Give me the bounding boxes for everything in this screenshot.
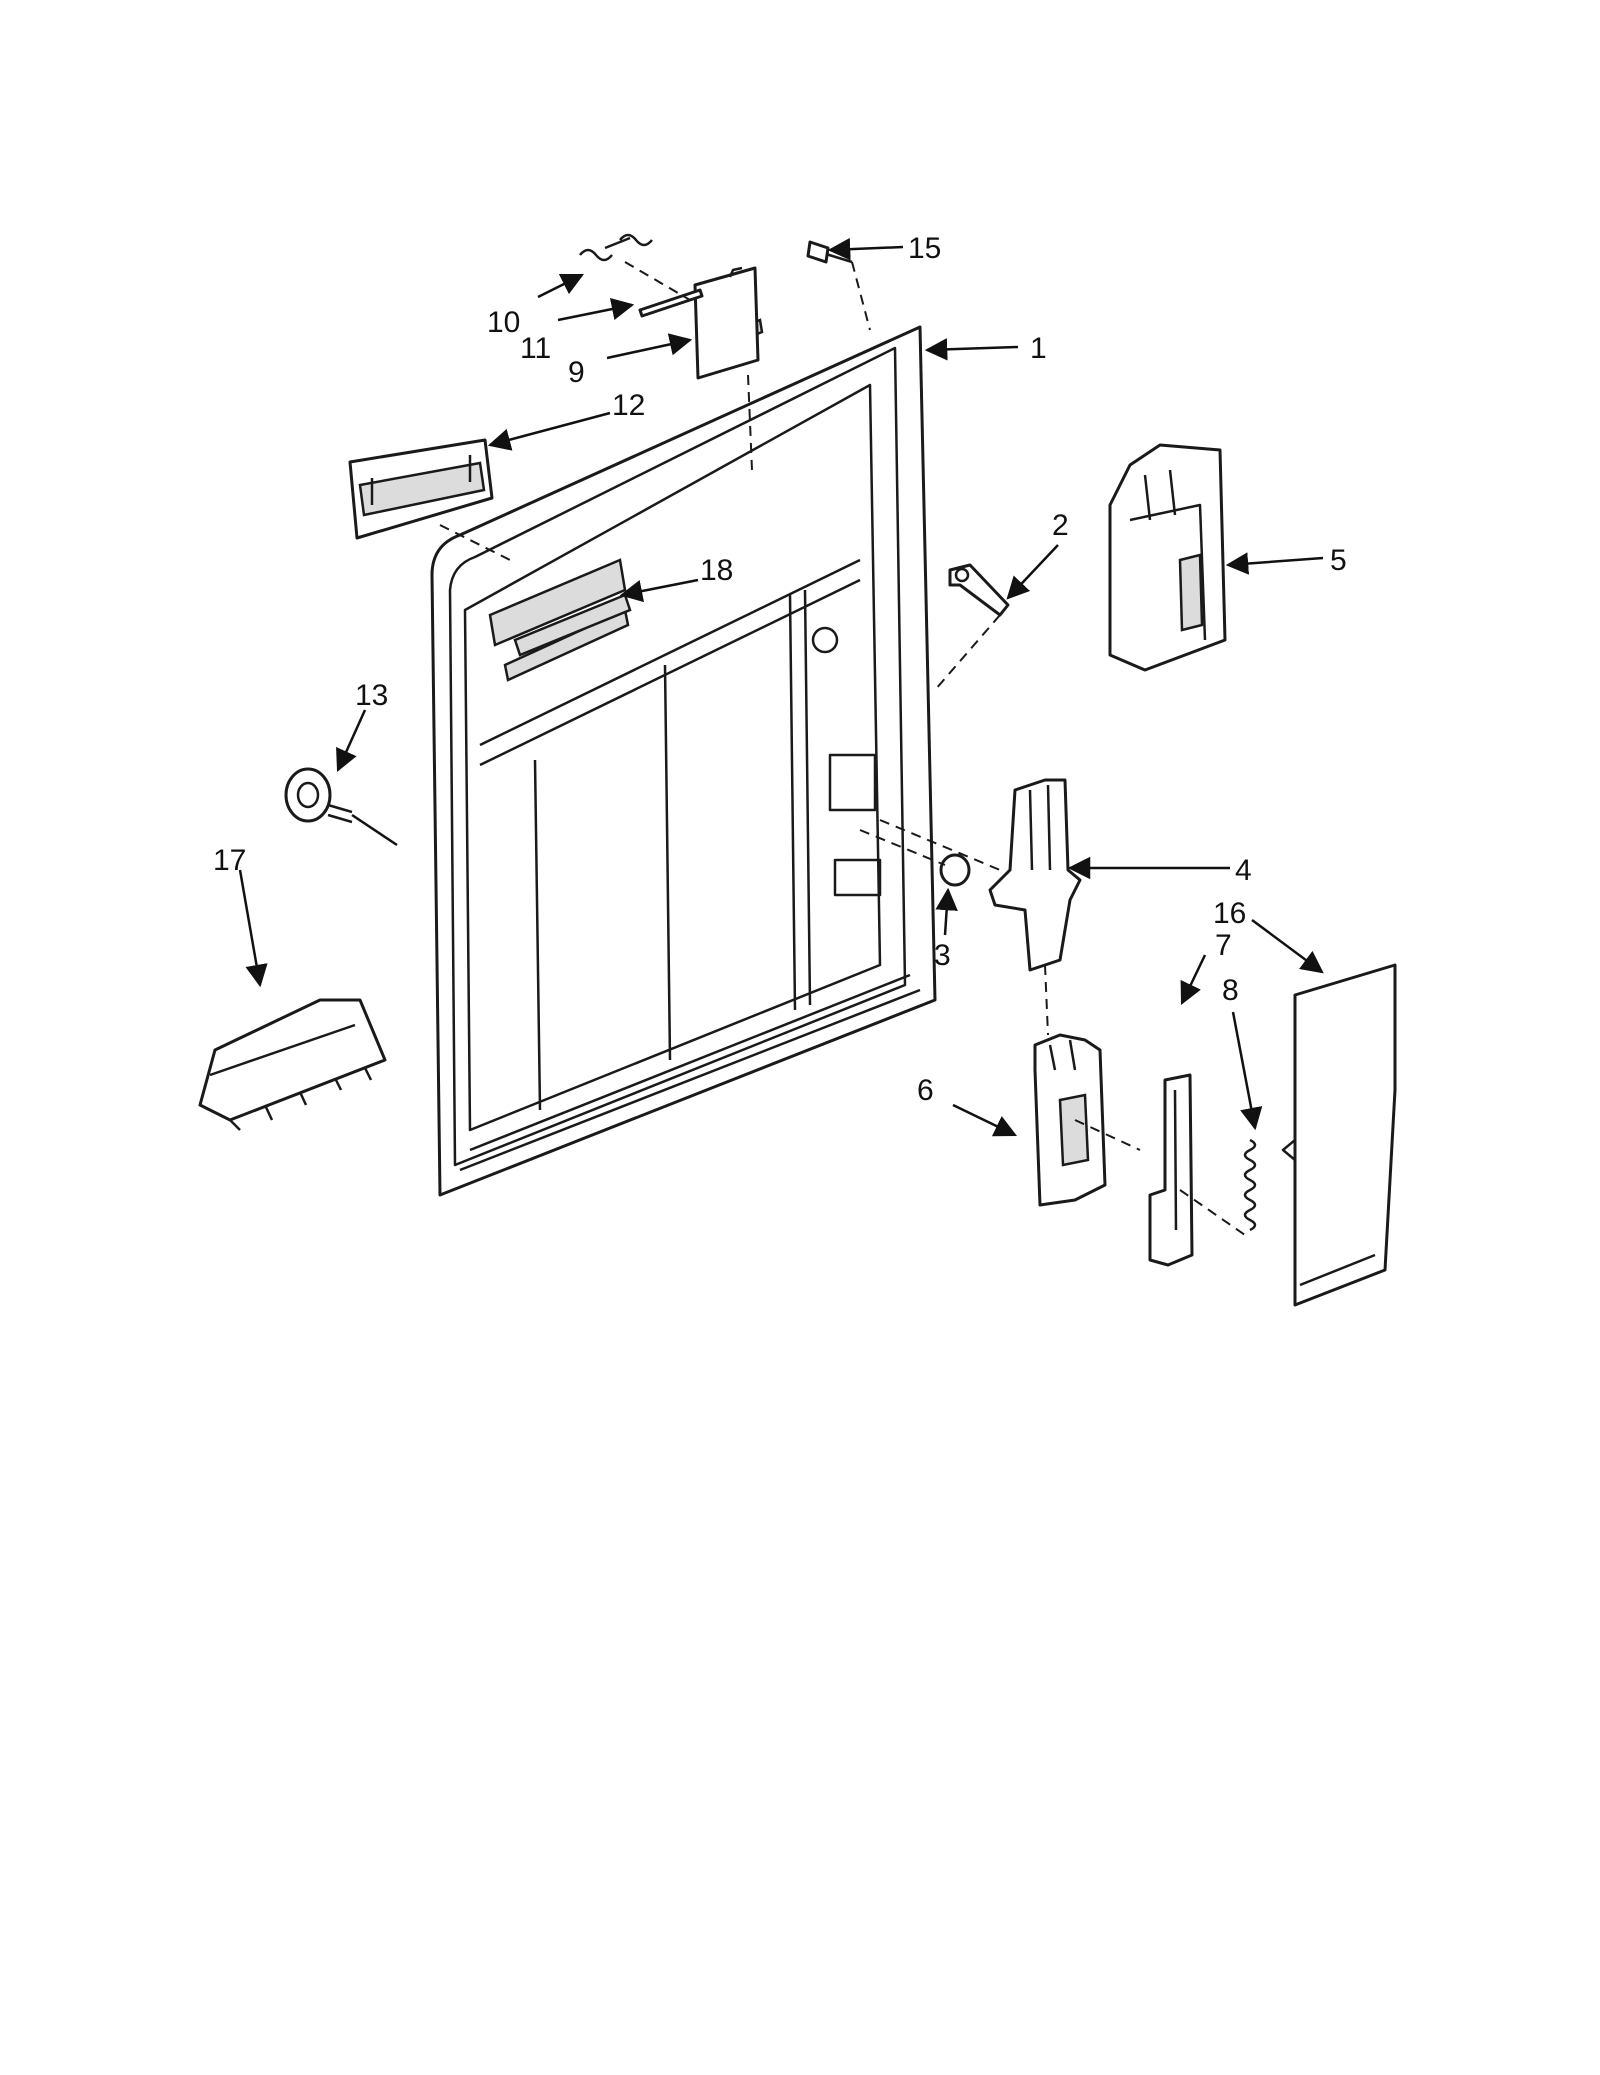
callout-15: 15 <box>908 232 941 265</box>
pin <box>638 288 704 318</box>
dashed-guide-6 <box>1074 1119 1141 1151</box>
springs <box>579 233 653 262</box>
kick-foot <box>198 998 387 1131</box>
callout-7: 7 <box>1215 929 1232 962</box>
dashed-guide-12 <box>439 524 511 561</box>
latch-hook <box>948 563 1010 617</box>
callout-12: 12 <box>612 389 645 422</box>
switch-cover <box>693 266 760 380</box>
slide-plate <box>1148 1073 1194 1267</box>
callout-3: 3 <box>934 939 951 972</box>
grommet <box>284 767 353 824</box>
control-bracket <box>348 438 494 540</box>
callout-11: 11 <box>520 332 551 365</box>
guide-line-13 <box>351 813 398 847</box>
latch-lever <box>1033 1033 1107 1207</box>
callout-10: 10 <box>487 306 520 339</box>
handle-strip <box>513 593 632 657</box>
side-trim <box>1281 963 1397 1307</box>
dashed-guide-8 <box>1179 1189 1246 1236</box>
callout-2: 2 <box>1052 509 1069 542</box>
callout-6: 6 <box>917 1074 934 1107</box>
dashed-guide-4 <box>879 819 1001 871</box>
callout-9: 9 <box>568 356 585 389</box>
leader-lines <box>238 237 1324 1137</box>
spring <box>1243 1138 1257 1232</box>
callout-4: 4 <box>1235 854 1252 887</box>
dashed-guide-4b <box>1044 964 1049 1036</box>
plug <box>939 853 971 887</box>
callout-1: 1 <box>1030 332 1047 365</box>
callout-5: 5 <box>1330 544 1347 577</box>
callout-18: 18 <box>700 554 733 587</box>
dashed-guide-9 <box>624 261 691 301</box>
latch-housing <box>1108 443 1227 672</box>
inner-door-panel <box>430 318 937 1197</box>
callout-17: 17 <box>213 844 246 877</box>
dashed-guide-3 <box>859 829 946 866</box>
latch-slide <box>988 778 1082 972</box>
callout-16: 16 <box>1213 897 1246 930</box>
callout-8: 8 <box>1222 974 1239 1007</box>
dashed-guide-2 <box>934 614 1001 691</box>
dashed-guide-15 <box>851 261 871 331</box>
callout-labels: 15 10 11 9 12 1 2 5 18 13 4 17 16 7 3 8 … <box>213 232 1347 1107</box>
screw <box>806 240 853 264</box>
callout-13: 13 <box>355 679 388 712</box>
